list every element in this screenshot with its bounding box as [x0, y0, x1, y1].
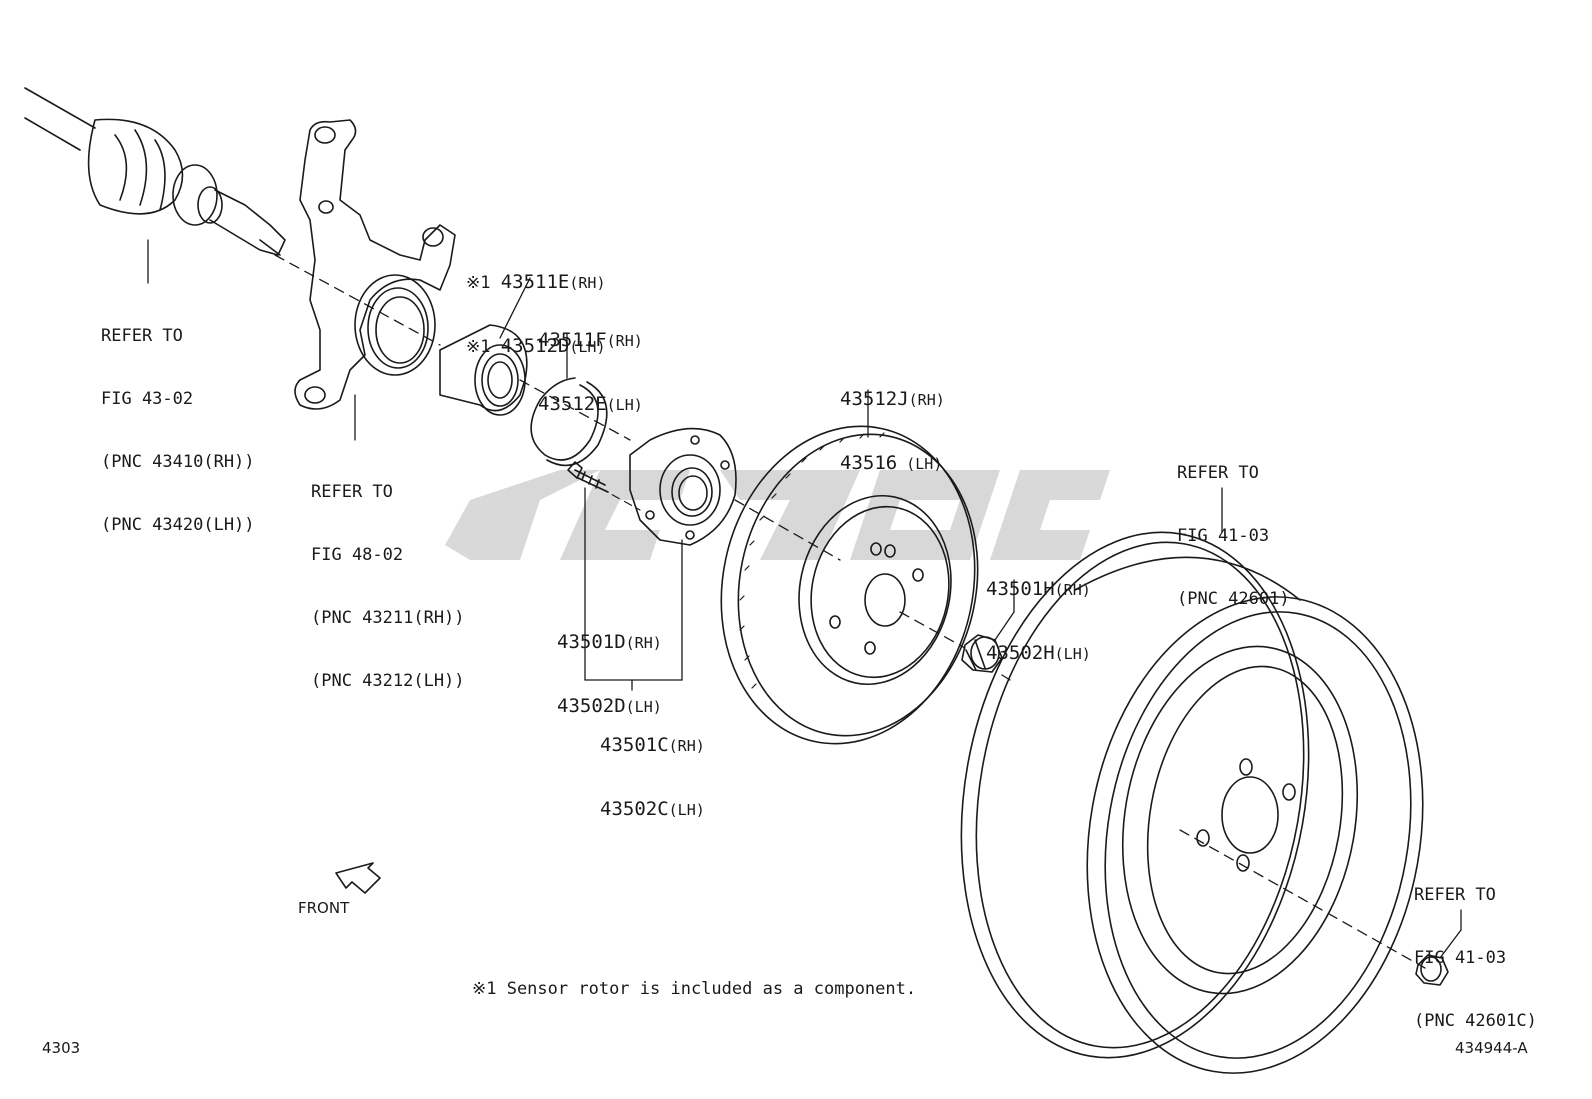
assembly-axis-line — [274, 254, 1426, 969]
rotor-part-number: 43512J(RH) 43516 (LH) — [840, 388, 945, 474]
component-note-mark: ※1 — [466, 337, 491, 357]
snap-ring-part — [530, 377, 608, 467]
brake-rotor-part — [720, 425, 979, 745]
hub-bolt-part-number: 43501D(RH) 43502D(LH) — [557, 631, 662, 717]
footnote: ※1 Sensor rotor is included as a compone… — [472, 979, 917, 999]
pnc-rh: 43511E — [500, 271, 570, 293]
hub-nut-part — [961, 634, 1003, 673]
steering-knuckle-part — [294, 119, 456, 410]
front-arrow-icon — [335, 862, 381, 894]
brake-rotor-vents — [739, 432, 885, 689]
driveshaft-reference: REFER TO FIG 43-02 (PNC 43410(RH)) (PNC … — [101, 326, 255, 535]
leader-lines — [147, 239, 1462, 959]
hub-bearing-part — [439, 324, 528, 416]
bearing-part-number: ※1 43511E(RH) ※1 43512D(LH) — [466, 271, 606, 358]
page-code-left: 4303 — [42, 1039, 81, 1057]
wheel-reference: REFER TO FIG 41-03 (PNC 42601) — [1177, 463, 1290, 609]
component-note-mark: ※1 — [466, 273, 491, 293]
wheel-nut-reference: REFER TO FIG 41-03 (PNC 42601C) — [1414, 885, 1537, 1031]
wheel-nut-part — [1415, 954, 1449, 986]
hub-assy-part-number: 43501C(RH) 43502C(LH) — [600, 734, 705, 820]
drive-shaft-part — [24, 87, 286, 256]
knuckle-reference: REFER TO FIG 48-02 (PNC 43211(RH)) (PNC … — [311, 482, 465, 691]
pnc-lh: 43512D — [500, 335, 570, 357]
axle-hub-part — [629, 427, 737, 546]
snap-ring-part-number: 43511F(RH) 43512E(LH) — [538, 329, 643, 415]
watermark-logo — [445, 470, 1110, 560]
wheel-part — [960, 531, 1424, 1074]
hub-nut-part-number: 43501H(RH) 43502H(LH) — [986, 578, 1091, 664]
page-code-right: 434944-A — [1455, 1039, 1528, 1057]
front-label: FRONT — [298, 899, 350, 917]
bolt-axis-line — [599, 487, 641, 511]
